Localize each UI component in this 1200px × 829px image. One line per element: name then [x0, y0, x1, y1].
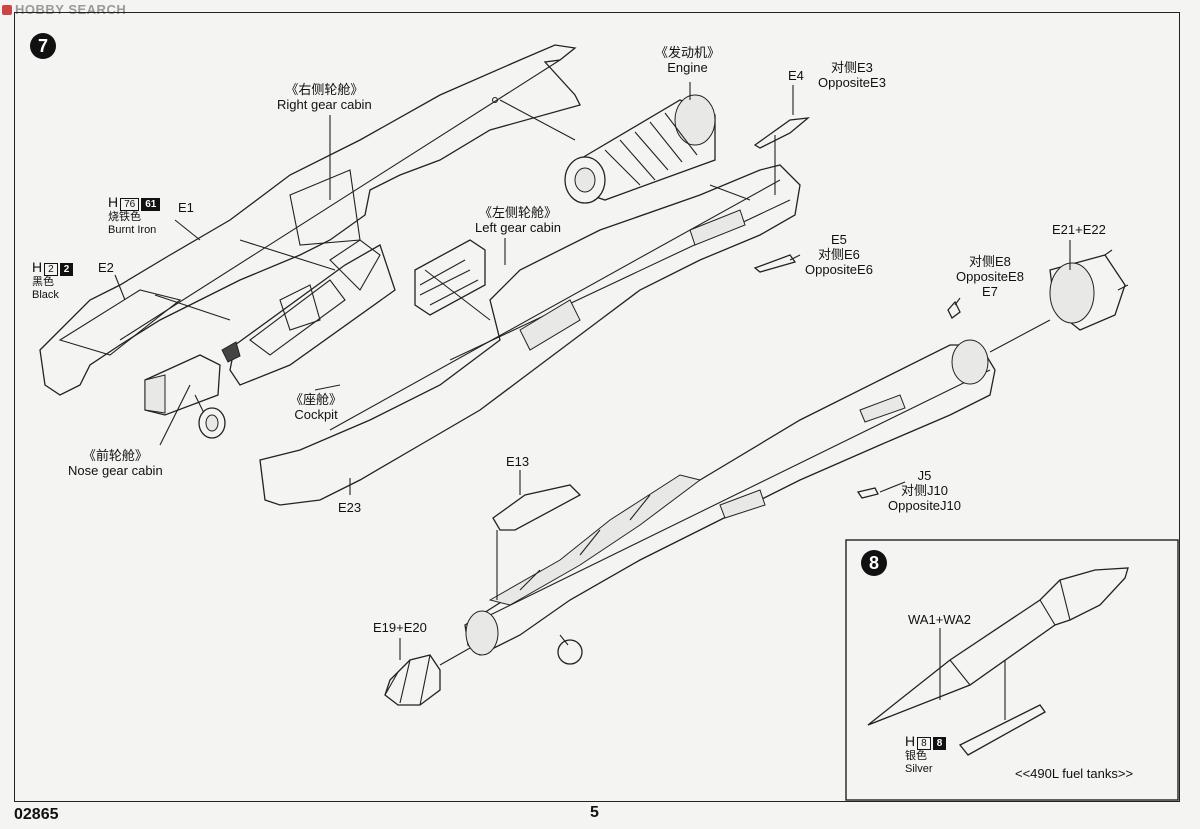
- nose-gear-cabin-label: 《前轮舱》 Nose gear cabin: [68, 448, 163, 478]
- e2-label: E2: [98, 260, 114, 275]
- e7-label-en: OppositeE8: [956, 269, 1024, 284]
- paint-silver-cn: 银色: [905, 750, 927, 762]
- e21-e22-label: E21+E22: [1052, 222, 1106, 237]
- cockpit-tub: [229, 244, 396, 386]
- engine-part: [564, 94, 716, 204]
- left-fuselage-half: [39, 44, 581, 396]
- e7-part-label: E7: [982, 284, 998, 299]
- e5-label-en: OppositeE6: [805, 262, 873, 277]
- engine-label-cn: 《发动机》: [655, 45, 721, 60]
- e5-label-cn: 对侧E6: [818, 247, 860, 262]
- left-gear-cabin: [414, 239, 486, 316]
- e5-part: [753, 254, 797, 273]
- e3-label: 对侧E3 OppositeE3: [818, 60, 886, 90]
- e3-label-cn: 对侧E3: [831, 60, 873, 75]
- watermark-text: HOBBY SEARCH: [15, 2, 127, 17]
- nose-gear-cabin-en: Nose gear cabin: [68, 463, 163, 478]
- nose-intake-part: [384, 654, 441, 706]
- cockpit-label: 《座舱》 Cockpit: [290, 392, 342, 422]
- j5-label: J5 对侧J10 OppositeJ10: [888, 468, 961, 513]
- paint-silver-code2: 8: [932, 737, 947, 750]
- leader-lines: [114, 82, 1071, 720]
- right-gear-cabin-cn: 《右侧轮舱》: [285, 82, 364, 97]
- paint-black-cn: 黑色: [32, 276, 54, 288]
- nose-gear-cabin-cn: 《前轮舱》: [82, 448, 148, 463]
- right-gear-cabin-label: 《右侧轮舱》 Right gear cabin: [277, 82, 372, 112]
- paint-burnt-iron-cn: 烧铁色: [108, 211, 141, 223]
- hobbysearch-logo-icon: [2, 5, 12, 15]
- paint-black-code1: 2: [44, 263, 58, 276]
- paint-silver-code1: 8: [917, 737, 931, 750]
- paint-black-code2: 2: [59, 263, 74, 276]
- tail-nozzle-part: [1049, 249, 1129, 331]
- paint-silver-h: H: [905, 733, 916, 749]
- cockpit-label-cn: 《座舱》: [290, 392, 343, 407]
- e19-e20-label: E19+E20: [373, 620, 427, 635]
- paint-burnt-iron-h: H: [108, 194, 119, 210]
- j5-label-cn: 对侧J10: [901, 483, 948, 498]
- e3-label-en: OppositeE3: [818, 75, 886, 90]
- e13-label: E13: [506, 454, 530, 469]
- right-gear-cabin-en: Right gear cabin: [277, 97, 372, 112]
- cockpit-label-en: Cockpit: [294, 407, 338, 422]
- product-code: 02865: [14, 806, 59, 823]
- j5-label-en: OppositeJ10: [888, 498, 961, 513]
- step-8-number: 8: [861, 550, 887, 576]
- assembled-fuselage: [464, 339, 996, 665]
- e1-label: E1: [178, 200, 194, 215]
- j5-part-label: J5: [917, 468, 932, 483]
- paint-silver-en: Silver: [905, 763, 933, 775]
- left-gear-cabin-label: 《左侧轮舱》 Left gear cabin: [475, 205, 561, 235]
- e7-label-cn: 对侧E8: [969, 254, 1011, 269]
- page-number: 5: [590, 804, 599, 821]
- left-gear-cabin-cn: 《左侧轮舱》: [479, 205, 558, 220]
- instruction-frame: [14, 12, 1180, 802]
- e23-label: E23: [338, 500, 362, 515]
- engine-label-en: Engine: [667, 60, 708, 75]
- left-gear-cabin-en: Left gear cabin: [475, 220, 562, 235]
- paint-black-en: Black: [32, 289, 59, 301]
- j5-part: [856, 487, 879, 499]
- watermark: HOBBY SEARCH: [2, 2, 126, 17]
- e5-part-label: E5: [831, 232, 847, 247]
- step-7-number: 7: [30, 33, 56, 59]
- wa1-wa2-label: WA1+WA2: [908, 612, 971, 627]
- e13-canopy: [492, 484, 582, 531]
- e7-part: [947, 300, 961, 319]
- e5-label: E5 对侧E6 OppositeE6: [805, 232, 873, 277]
- paint-burnt-iron-en: Burnt Iron: [108, 224, 157, 236]
- e4-part: [753, 117, 811, 149]
- step8-box: [845, 539, 1179, 801]
- e4-label: E4: [788, 68, 804, 83]
- paint-burnt-iron-code1: 76: [120, 198, 140, 211]
- e7-label: 对侧E8 OppositeE8 E7: [956, 254, 1024, 299]
- paint-black-h: H: [32, 259, 43, 275]
- engine-label: 《发动机》 Engine: [655, 45, 720, 75]
- paint-burnt-iron-code2: 61: [141, 198, 161, 211]
- fuel-tank-part: [867, 567, 1129, 756]
- fuel-tanks-caption: <<490L fuel tanks>>: [1015, 766, 1134, 781]
